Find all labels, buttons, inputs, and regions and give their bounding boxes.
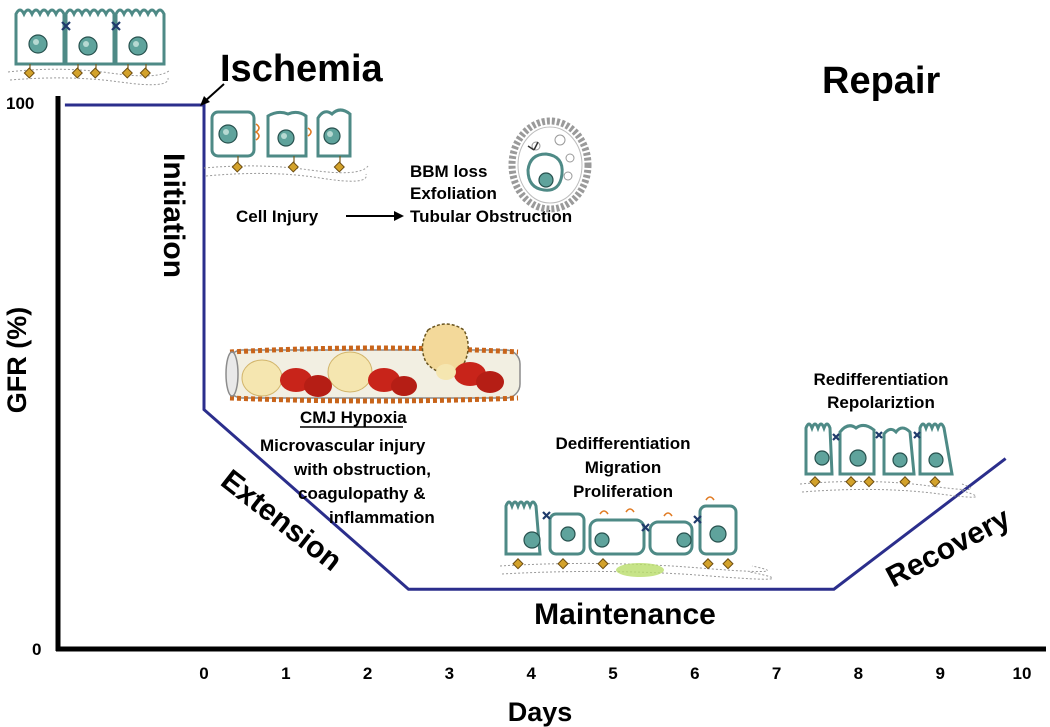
x-axis-title: Days (508, 697, 573, 727)
ischemia-label: Ischemia (220, 48, 384, 90)
x-tick-7: 7 (772, 664, 781, 683)
x-tick-3: 3 (445, 664, 454, 683)
x-tick-2: 2 (363, 664, 372, 683)
cell-injury-arrowhead (394, 211, 404, 221)
x-tick-1: 1 (281, 664, 290, 683)
recovery-label: Recovery (881, 501, 1016, 594)
x-tick-6: 6 (690, 664, 699, 683)
healthy-epithelium-illustration (7, 8, 171, 86)
initiation-label: Initiation (157, 153, 190, 278)
x-tick-10: 10 (1013, 664, 1032, 683)
proliferation-label: Proliferation (573, 482, 673, 501)
x-tick-4: 4 (526, 664, 536, 683)
dedifferentiation-label: Dedifferentiation (555, 434, 690, 453)
microvessel-illustration (225, 323, 521, 404)
redifferentiation-label: Redifferentiation (813, 370, 948, 389)
extension-label: Extension (215, 464, 348, 578)
x-ticks: 0 1 2 3 4 5 6 7 8 9 10 (199, 664, 1031, 683)
cell-injury-label: Cell Injury (236, 207, 319, 226)
bbm-loss-label: BBM loss (410, 162, 487, 181)
microvascular-line-2: with obstruction, (293, 460, 431, 479)
y-tick-100: 100 (6, 94, 34, 113)
x-tick-5: 5 (608, 664, 617, 683)
dedifferentiating-epithelium-illustration (499, 496, 773, 580)
cmj-hypoxia-label: CMJ Hypoxia (300, 408, 407, 427)
tubule-obstruction-illustration (508, 117, 592, 213)
y-tick-0: 0 (32, 640, 41, 659)
ischemia-arrowhead (200, 96, 210, 106)
injured-epithelium-illustration (203, 108, 369, 182)
y-axis-title: GFR (%) (2, 307, 32, 413)
microvascular-line-1: Microvascular injury (260, 436, 426, 455)
repolarization-label: Repolariztion (827, 393, 935, 412)
repair-label: Repair (822, 60, 940, 102)
gfr-curve (64, 103, 1007, 591)
tubular-obstruction-label: Tubular Obstruction (410, 207, 572, 226)
x-tick-8: 8 (854, 664, 863, 683)
redifferentiated-epithelium-illustration (799, 422, 977, 498)
maintenance-label: Maintenance (534, 598, 716, 631)
microvascular-line-3: coagulopathy & (298, 484, 426, 503)
microvascular-line-4: inflammation (329, 508, 435, 527)
exfoliation-label: Exfoliation (410, 184, 497, 203)
x-tick-0: 0 (199, 664, 208, 683)
migration-label: Migration (585, 458, 662, 477)
ischemia-arrow (203, 83, 225, 103)
x-tick-9: 9 (935, 664, 944, 683)
